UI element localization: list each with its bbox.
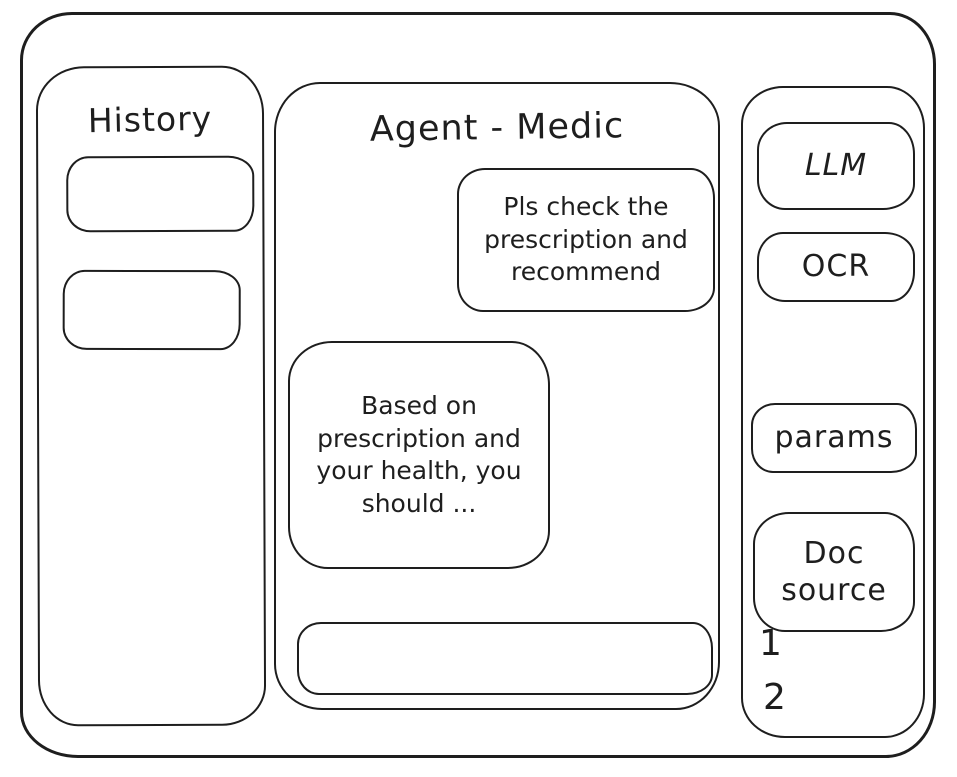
app-frame: History Agent - Medic Pls check the pres… — [20, 12, 936, 758]
history-title: History — [87, 98, 213, 141]
history-item[interactable] — [66, 155, 255, 233]
user-message-bubble: Pls check the prescription and recommend — [457, 168, 715, 312]
chat-input[interactable] — [297, 622, 713, 695]
assistant-message-bubble: Based on prescription and your health, y… — [288, 341, 550, 569]
doc-source-button[interactable]: Doc source — [753, 512, 915, 632]
ocr-button[interactable]: OCR — [757, 232, 915, 302]
history-item[interactable] — [62, 269, 241, 351]
llm-button[interactable]: LLM — [757, 122, 915, 210]
chat-panel: Agent - Medic Pls check the prescription… — [274, 82, 720, 710]
doc-source-item[interactable]: 1 — [759, 623, 782, 664]
tools-panel: LLM OCR params Doc source 1 2 — [741, 86, 925, 738]
params-button[interactable]: params — [751, 403, 917, 473]
chat-title: Agent - Medic — [369, 106, 625, 150]
history-panel: History — [35, 65, 267, 727]
doc-source-item[interactable]: 2 — [763, 677, 786, 718]
